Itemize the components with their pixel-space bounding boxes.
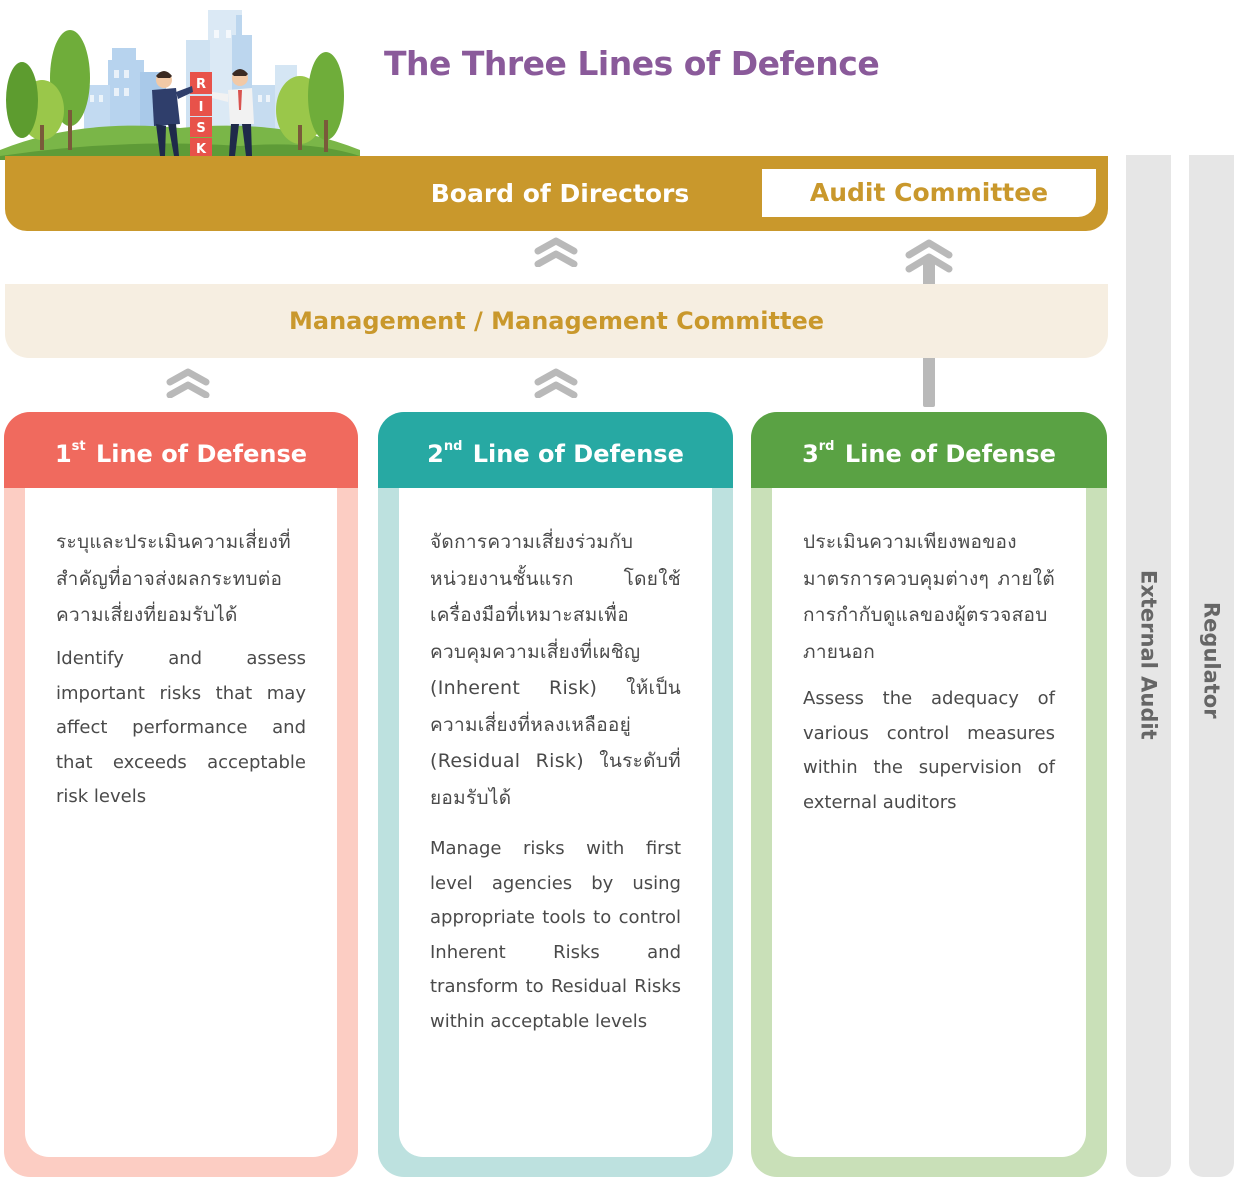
chevron-up-icon	[534, 237, 578, 267]
third-line-body: ประเมินความเพียงพอของมาตรการควบคุมต่างๆ …	[772, 488, 1086, 1157]
third-line-of-defense-card: 3rd Line of Defense ประเมินความเพียงพอขอ…	[751, 412, 1107, 1177]
risk-illustration: R I S K	[0, 10, 360, 160]
line-label: Line of Defense	[472, 440, 684, 468]
line-ordinal-suffix: nd	[443, 439, 463, 454]
line-label: Line of Defense	[95, 440, 308, 468]
line-ordinal: 3	[802, 440, 819, 468]
line-label: Line of Defense	[844, 440, 1056, 468]
audit-committee-label: Audit Committee	[762, 169, 1096, 217]
third-line-english-text: Assess the adequacy of various control m…	[803, 688, 1055, 813]
first-line-header: 1st Line of Defense	[4, 412, 358, 488]
line-ordinal-suffix: st	[71, 439, 86, 454]
management-committee-bar: Management / Management Committee	[5, 284, 1108, 358]
line-ordinal: 1	[54, 440, 72, 468]
chevron-up-icon	[166, 368, 210, 398]
second-line-body: จัดการความเสี่ยงร่วมกับหน่วยงานชั้นแรก โ…	[399, 488, 712, 1157]
risk-blocks: R I S K	[190, 72, 212, 158]
risk-block-letter: S	[196, 121, 205, 136]
board-of-directors-bar: Board of Directors Audit Committee	[5, 156, 1108, 231]
first-line-of-defense-card: 1st Line of Defense ระบุและประเมินความเส…	[4, 412, 358, 1177]
third-line-header: 3rd Line of Defense	[751, 412, 1107, 488]
risk-block-letter: R	[196, 77, 206, 92]
page-title: The Three Lines of Defence	[384, 44, 880, 83]
second-line-thai-text: จัดการความเสี่ยงร่วมกับหน่วยงานชั้นแรก โ…	[430, 531, 681, 809]
second-line-header: 2nd Line of Defense	[378, 412, 733, 488]
regulator-label: Regulator	[1199, 602, 1224, 719]
chevron-up-icon	[534, 368, 578, 398]
external-audit-bar: External Audit	[1126, 155, 1171, 1177]
first-line-body: ระบุและประเมินความเสี่ยงที่สำคัญที่อาจส่…	[25, 488, 337, 1157]
first-line-thai-text: ระบุและประเมินความเสี่ยงที่สำคัญที่อาจส่…	[56, 531, 291, 626]
risk-block-letter: I	[199, 100, 204, 115]
second-line-of-defense-card: 2nd Line of Defense จัดการความเสี่ยงร่วม…	[378, 412, 733, 1177]
risk-block-letter: K	[196, 142, 207, 157]
first-line-english-text: Identify and assess important risks that…	[56, 648, 306, 807]
line-ordinal-suffix: rd	[818, 439, 835, 454]
third-line-thai-text: ประเมินความเพียงพอของมาตรการควบคุมต่างๆ …	[803, 531, 1055, 663]
regulator-bar: Regulator	[1189, 155, 1234, 1177]
second-line-english-text: Manage risks with first level agencies b…	[430, 838, 681, 1032]
board-of-directors-label: Board of Directors	[430, 179, 690, 208]
line-ordinal: 2	[427, 440, 444, 468]
external-audit-label: External Audit	[1136, 570, 1161, 740]
